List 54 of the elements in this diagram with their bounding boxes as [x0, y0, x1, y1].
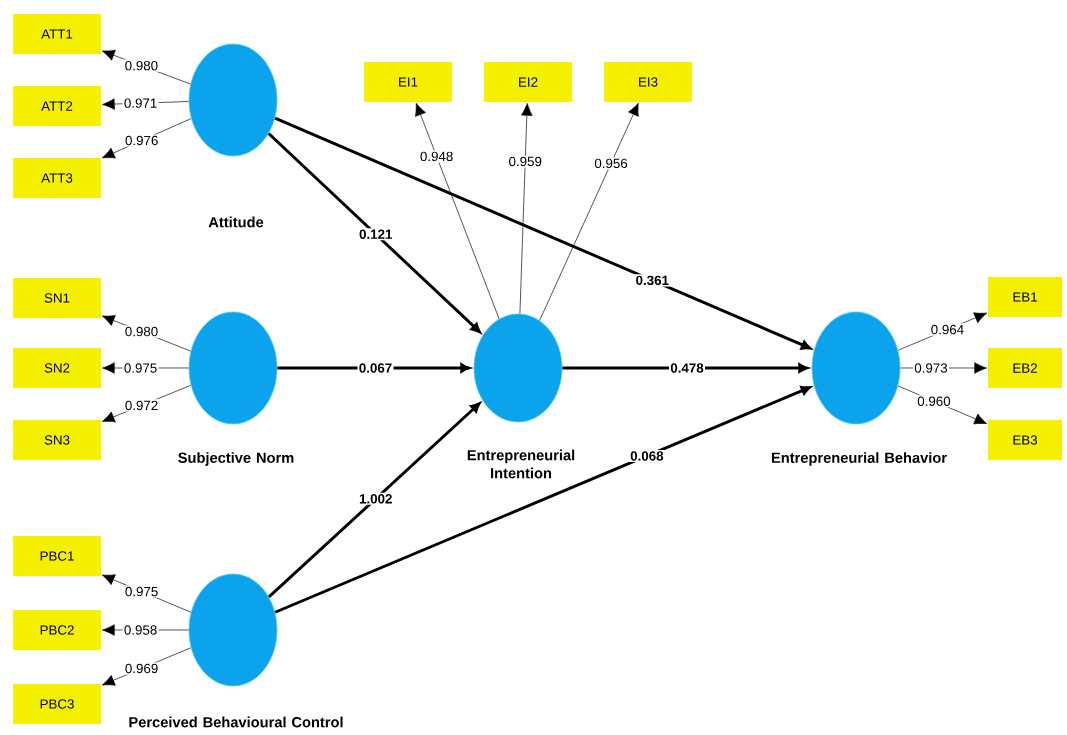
- arrow: [274, 385, 811, 614]
- indicator-box: EB1: [988, 277, 1062, 317]
- arrow: [562, 363, 809, 373]
- arrow: [102, 49, 191, 85]
- indicator-box: EI2: [484, 62, 572, 102]
- edge-label: 0.972: [125, 400, 158, 411]
- arrow: [415, 103, 500, 320]
- indicator-box: ATT3: [13, 158, 101, 198]
- arrow: [897, 312, 987, 351]
- edge-label: 0.067: [359, 363, 392, 373]
- indicator-box: EI3: [604, 62, 692, 102]
- construct-label: Attitude: [208, 216, 264, 228]
- arrow: [102, 315, 191, 352]
- edge-label: 0.976: [125, 135, 158, 146]
- indicator-box: ATT1: [13, 14, 101, 54]
- arrow: [539, 103, 639, 321]
- indicator-box: EI1: [364, 62, 452, 102]
- arrow: [267, 132, 481, 334]
- indicator-box: PBC2: [13, 610, 101, 650]
- arrow: [519, 103, 533, 314]
- edge-label: 0.975: [124, 363, 157, 373]
- construct-label: Subjective Norm: [178, 452, 294, 466]
- edge-label: 0.971: [124, 98, 157, 108]
- edge-label: 0.973: [914, 363, 948, 373]
- edge-label: 0.478: [670, 363, 704, 373]
- edge-label: 0.956: [594, 158, 628, 169]
- edge-label: 0.975: [125, 586, 158, 597]
- edge-label: 0.959: [509, 156, 542, 167]
- indicator-box: PBC3: [13, 684, 101, 724]
- construct-label: Entrepreneurial Behavior: [771, 452, 947, 466]
- indicator-box: EB3: [988, 420, 1062, 460]
- indicator-box: SN1: [13, 278, 101, 318]
- edge-label: 0.980: [125, 326, 158, 337]
- edge-label: 0.958: [124, 625, 157, 635]
- arrow: [274, 116, 812, 350]
- arrow: [102, 384, 192, 423]
- construct-label: Entrepreneurial Intention: [467, 449, 575, 479]
- arrow: [897, 385, 987, 425]
- edge-label: 0.969: [125, 663, 158, 674]
- indicator-box: SN2: [13, 348, 101, 388]
- edge-label: 0.960: [917, 396, 951, 406]
- indicator-box: ATT2: [13, 86, 101, 126]
- edge-label: 0.361: [636, 275, 669, 286]
- indicator-box: EB2: [988, 348, 1062, 388]
- arrow: [267, 402, 481, 598]
- edge-label: 1.002: [359, 494, 392, 504]
- edge-label: 0.964: [931, 324, 964, 335]
- edge-label: 0.948: [420, 151, 453, 162]
- indicator-box: SN3: [13, 420, 101, 460]
- edge-label: 0.980: [125, 60, 158, 71]
- edge-label: 0.121: [359, 229, 393, 239]
- edge-label: 0.068: [630, 451, 664, 461]
- construct-label: Perceived Behavioural Control: [129, 716, 343, 728]
- indicator-box: PBC1: [13, 536, 101, 576]
